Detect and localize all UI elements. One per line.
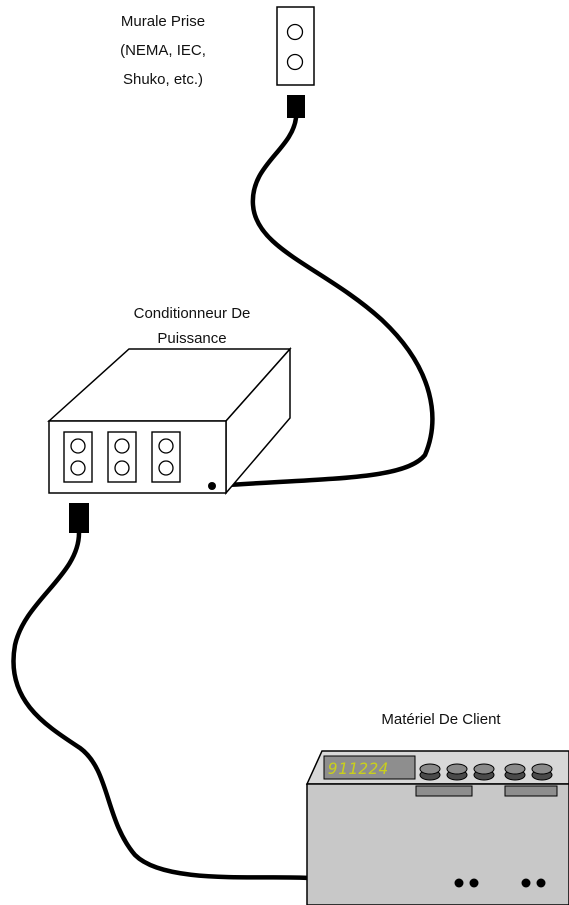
equipment-display [323,755,416,780]
conditioner-cord-entry [208,482,216,490]
cable-wall-to-conditioner [209,115,435,489]
wall-outlet [276,6,315,86]
equipment-connectors-left [454,878,479,888]
wall-outlet-label-line-2: (NEMA, IEC, [120,42,206,59]
equipment-knob-1-icon [419,763,441,781]
wall-outlet-label-line-3: Shuko, etc.) [123,71,203,88]
conditioner-outlet-2 [107,431,137,483]
conditioner-label-line-1: Conditionneur De [134,305,251,322]
wall-outlet-label: Murale Prise (NEMA, IEC, Shuko, etc.) [120,13,206,88]
conditioner-plug [69,503,89,533]
cable-conditioner-to-equipment [11,530,313,881]
equipment-knob-5-icon [531,763,553,781]
equipment-knob-4-icon [504,763,526,781]
conditioner-label: Conditionneur De Puissance [134,305,251,347]
wall-outlet-plate [276,6,315,86]
conditioner-label-line-2: Puissance [157,330,226,347]
client-equipment: 911224 [305,750,569,905]
wall-outlet-label-line-1: Murale Prise [121,13,205,30]
wall-outlet-socket-top [286,23,304,41]
equipment-front-face [306,783,569,905]
wall-outlet-socket-bottom [286,53,304,71]
equipment-panel-slot-right [504,785,558,797]
equipment-connectors-right [521,878,546,888]
conditioner-outlet-1 [63,431,93,483]
wall-plug [287,95,305,118]
equipment-label: Matériel De Client [381,711,501,728]
equipment-display-text: 911224 [328,759,389,778]
equipment-panel-slot-left [415,785,473,797]
power-conditioner [47,347,292,496]
equipment-knob-3-icon [473,763,495,781]
conditioner-outlet-3 [151,431,181,483]
equipment-knob-2-icon [446,763,468,781]
